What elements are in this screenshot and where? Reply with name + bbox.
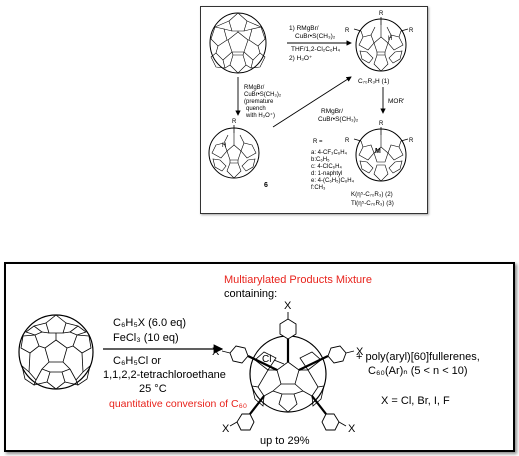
polyaryl-fullerenes-text: + poly(aryl)[60]fullerenes,	[356, 351, 480, 363]
h-atom: H	[388, 36, 392, 42]
reagent-2: FeCl₃ (10 eq)	[113, 332, 179, 344]
cond-line1: 1) RMgBr/	[289, 25, 319, 32]
c70-fullerene-start	[209, 12, 267, 74]
c60-fullerene-start	[18, 314, 94, 390]
premature-line2: CuBr•S(CH₃)₂	[244, 92, 282, 98]
solvent-1: C₆H₅Cl or	[113, 355, 161, 367]
metal-atom: M	[375, 148, 381, 155]
h-atom-6: H	[222, 143, 226, 149]
product-2-label: K(η⁵-C₇₀R₃) (2)	[351, 191, 393, 198]
r-group-b: b:C₆H₅	[311, 157, 330, 163]
premature-line4: quench	[246, 106, 266, 112]
substituent-x-left: X	[212, 346, 220, 358]
c70-metal-complex: R R R M	[345, 121, 414, 182]
mor-reagent-label: MOR'	[388, 98, 404, 105]
reagent-1: C₆H₅X (6.0 eq)	[113, 317, 186, 329]
substituent-x-right: X	[356, 346, 364, 358]
product-1-label: C₇₀R₃H (1)	[358, 78, 389, 85]
multiarylated-fullerene-product: X X X X X Cl	[212, 300, 364, 435]
conversion-note: quantitative conversion of C₆₀	[109, 398, 247, 410]
r-group-a: a: 4-CF₃C₆H₄	[311, 150, 348, 156]
r-atom-right: R	[409, 28, 414, 34]
r-atom-left-complex: R	[345, 138, 350, 144]
r-definition-title: R =	[313, 139, 323, 145]
premature-line5: with H₃O⁺)	[245, 112, 275, 119]
chlorine-atom: Cl	[262, 354, 271, 365]
yield-text: up to 29%	[260, 435, 310, 447]
r-group-c: c: 4-ClC₆H₄	[311, 164, 342, 170]
substituent-x-bottom-left: X	[222, 423, 230, 435]
premature-line3: (premature	[244, 99, 274, 105]
cond-line4: 2) H₃O⁺	[289, 55, 313, 62]
cond-line3: THF/1,2-Cl₂C₆H₄	[291, 46, 340, 53]
product-3-label: Tl(η⁵-C₇₀R₃) (3)	[351, 200, 394, 207]
premature-conditions: RMgBr/ CuBr•S(CH₃)₂ (premature quench wi…	[244, 85, 282, 119]
compound-6-label: 6	[264, 182, 268, 189]
cond-line2: CuBr•S(CH₃)₂	[295, 33, 336, 40]
diagonal-arrow	[272, 76, 352, 128]
aryl-rings	[229, 318, 347, 431]
r-atom-top-complex: R	[379, 121, 384, 127]
premature-line1: RMgBr/	[244, 85, 265, 91]
c70-reaction-scheme-panel: 1) RMgBr/ CuBr•S(CH₃)₂ THF/1,2-Cl₂C₆H₄ 2…	[200, 6, 428, 214]
temperature: 25 °C	[139, 383, 167, 395]
diag-cond-line2: CuBr•S(CH₃)₂	[318, 116, 359, 123]
r-group-d: d: 1-naphtyl	[311, 171, 342, 177]
solvent-2: 1,1,2,2-tetrachloroethane	[103, 369, 226, 381]
r-group-e: e: 4-(C₆H₅)C₆H₄	[311, 178, 355, 184]
r-group-f: f:CH₃	[311, 185, 326, 191]
mixture-header: Multiarylated Products Mixture	[224, 274, 372, 286]
formula-text: C₆₀(Ar)ₙ (5 < n < 10)	[368, 365, 468, 377]
x-definition: X = Cl, Br, I, F	[381, 395, 450, 407]
r-group-definitions: R = a: 4-CF₃C₆H₄ b:C₆H₅ c: 4-ClC₆H₄ d: 1…	[311, 139, 355, 191]
r-atom-6: R	[232, 119, 237, 125]
containing-label: containing:	[224, 288, 277, 300]
diag-cond-line1: RMgBr/	[321, 108, 343, 115]
c70-compound-6: R H	[208, 119, 260, 179]
substituent-x-top: X	[284, 300, 292, 312]
step1-conditions: 1) RMgBr/ CuBr•S(CH₃)₂ THF/1,2-Cl₂C₆H₄ 2…	[287, 25, 352, 62]
c60-scheme-svg: Multiarylated Products Mixture containin…	[18, 274, 480, 447]
substituent-x-bottom-right: X	[348, 423, 356, 435]
c60-reaction-scheme-panel: Multiarylated Products Mixture containin…	[4, 262, 515, 452]
r-atom-left: R	[345, 28, 350, 34]
r-atom-right-complex: R	[409, 138, 414, 144]
c70-product-1: R R R H	[345, 11, 414, 72]
r-atom-top: R	[379, 11, 384, 17]
c70-scheme-svg: 1) RMgBr/ CuBr•S(CH₃)₂ THF/1,2-Cl₂C₆H₄ 2…	[208, 11, 414, 207]
